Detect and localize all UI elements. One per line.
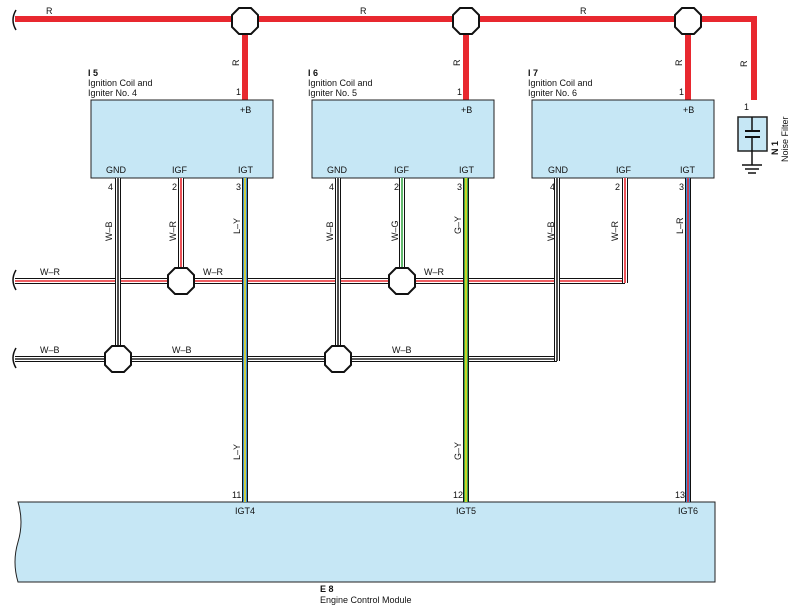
pin-number: 1 xyxy=(457,87,462,97)
pin-number: 2 xyxy=(394,182,399,192)
connector-id: I 5 xyxy=(88,68,98,78)
component-name: Igniter No. 4 xyxy=(88,88,137,98)
terminal-gnd: GND xyxy=(548,165,569,175)
wire-label: L–Y xyxy=(232,444,242,460)
connector-id: I 7 xyxy=(528,68,538,78)
wire-label: L–R xyxy=(675,217,685,234)
igf-junction xyxy=(167,267,195,295)
pin-number: 4 xyxy=(550,182,555,192)
component-name: Ignition Coil and xyxy=(88,78,153,88)
component-name: Noise Filter xyxy=(780,116,790,162)
terminal-igf: IGF xyxy=(172,165,188,175)
feed-label: R xyxy=(674,59,684,66)
wire-label: G–Y xyxy=(453,216,463,234)
terminal-plus-b: +B xyxy=(461,105,472,115)
terminal-gnd: GND xyxy=(327,165,348,175)
connector-id: I 6 xyxy=(308,68,318,78)
component-name: Ignition Coil and xyxy=(528,78,593,88)
igniter-i5: R 1 I 5 Ignition Coil and Igniter No. 4 … xyxy=(88,59,274,242)
pin-number: 4 xyxy=(329,182,334,192)
wire-label: G–Y xyxy=(453,442,463,460)
gnd-bus: W–B W–B W–B xyxy=(12,178,560,369)
gnd-bus-break-symbol xyxy=(12,347,17,369)
pin-number: 1 xyxy=(236,87,241,97)
feed-label: R xyxy=(452,59,462,66)
igf-junction xyxy=(388,267,416,295)
pin-number: 2 xyxy=(172,182,177,192)
terminal-igt6: IGT6 xyxy=(678,506,698,516)
power-bus-label: R xyxy=(580,6,587,16)
power-drop-label: R xyxy=(739,60,749,67)
terminal-gnd: GND xyxy=(106,165,127,175)
terminal-plus-b: +B xyxy=(240,105,251,115)
wire-label: W–R xyxy=(168,221,178,242)
component-name: Ignition Coil and xyxy=(308,78,373,88)
igt-lines xyxy=(242,178,691,502)
pin-number: 1 xyxy=(744,102,749,112)
igf-bus-label: W–R xyxy=(203,267,224,277)
noise-filter: 1 N 1 Noise Filter xyxy=(737,102,790,174)
pin-number: 2 xyxy=(615,182,620,192)
pin-number: 13 xyxy=(675,490,685,500)
power-bus-label: R xyxy=(360,6,367,16)
wire-label: W–B xyxy=(546,221,556,241)
igf-bus-break-symbol xyxy=(12,269,17,291)
pin-number: 4 xyxy=(108,182,113,192)
gnd-bus-label: W–B xyxy=(40,345,60,355)
igniter-i6: R 1 I 6 Ignition Coil and Igniter No. 5 … xyxy=(308,59,495,241)
component-name: Igniter No. 6 xyxy=(528,88,577,98)
terminal-igt: IGT xyxy=(680,165,696,175)
wire-label: W–B xyxy=(325,221,335,241)
pin-number: 3 xyxy=(457,182,462,192)
terminal-igt: IGT xyxy=(238,165,254,175)
ecm: 11 12 13 IGT4 IGT5 IGT6 E 8 Engine Contr… xyxy=(14,490,716,605)
wire-label: W–G xyxy=(390,220,400,241)
power-junction xyxy=(452,7,480,35)
igniter-box xyxy=(531,99,715,179)
terminal-igf: IGF xyxy=(394,165,410,175)
gnd-bus-label: W–B xyxy=(172,345,192,355)
terminal-igt: IGT xyxy=(459,165,475,175)
power-bus-break-symbol xyxy=(12,9,17,31)
terminal-igf: IGF xyxy=(616,165,632,175)
pin-number: 3 xyxy=(679,182,684,192)
wire-label: L–Y xyxy=(232,218,242,234)
wire-label: W–B xyxy=(104,221,114,241)
gnd-bus-label: W–B xyxy=(392,345,412,355)
component-name: Engine Control Module xyxy=(320,595,412,605)
igf-bus-label: W–R xyxy=(40,267,61,277)
wire-label: W–R xyxy=(610,221,620,242)
power-junction xyxy=(231,7,259,35)
igniter-box xyxy=(90,99,274,179)
igf-bus-label: W–R xyxy=(424,267,445,277)
feed-label: R xyxy=(231,59,241,66)
terminal-igt4: IGT4 xyxy=(235,506,255,516)
connector-id: E 8 xyxy=(320,584,334,594)
gnd-junction xyxy=(324,345,352,373)
power-bus-label: R xyxy=(46,6,53,16)
igniter-i7: R 1 I 7 Ignition Coil and Igniter No. 6 … xyxy=(528,59,715,242)
pin-number: 12 xyxy=(453,490,463,500)
gnd-junction xyxy=(104,345,132,373)
component-name: Igniter No. 5 xyxy=(308,88,357,98)
terminal-plus-b: +B xyxy=(683,105,694,115)
pin-number: 3 xyxy=(236,182,241,192)
power-junction xyxy=(674,7,702,35)
power-bus: R R R R xyxy=(12,6,757,100)
connector-id: N 1 xyxy=(770,141,780,155)
terminal-igt5: IGT5 xyxy=(456,506,476,516)
pin-number: 1 xyxy=(679,87,684,97)
pin-number: 11 xyxy=(232,490,241,500)
ecm-box xyxy=(14,501,716,583)
